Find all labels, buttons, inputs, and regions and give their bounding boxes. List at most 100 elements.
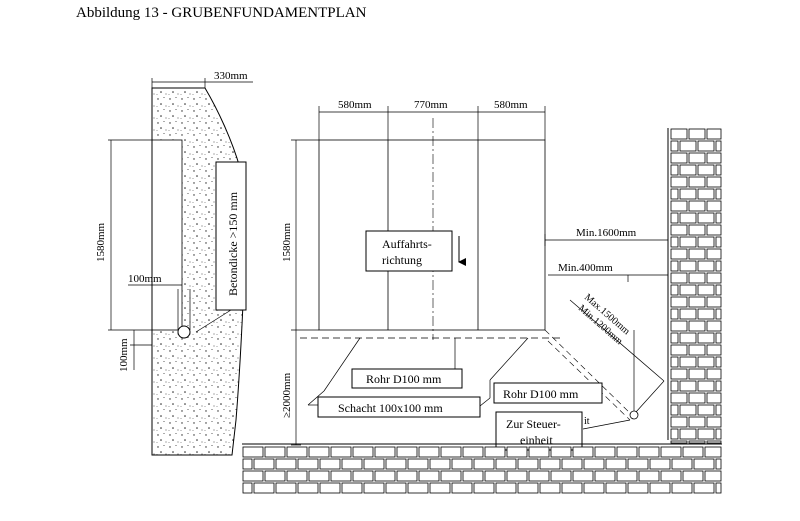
brick bbox=[706, 344, 722, 356]
concrete-thickness-label: Betondicke >150 mm bbox=[226, 191, 240, 296]
brick bbox=[706, 176, 722, 188]
brick bbox=[627, 482, 649, 494]
brick bbox=[473, 458, 495, 470]
brick bbox=[418, 446, 440, 458]
brick bbox=[688, 200, 706, 212]
brick bbox=[706, 440, 722, 444]
brick-wall-right bbox=[670, 128, 722, 444]
brick bbox=[308, 446, 330, 458]
page-title: Abbildung 13 - GRUBENFUNDAMENTPLAN bbox=[76, 5, 367, 21]
brick bbox=[697, 212, 715, 224]
brick bbox=[649, 482, 671, 494]
brick bbox=[688, 320, 706, 332]
brick bbox=[374, 470, 396, 482]
brick bbox=[688, 248, 706, 260]
brick bbox=[688, 416, 706, 428]
brick bbox=[539, 482, 561, 494]
brick bbox=[670, 176, 688, 188]
brick bbox=[670, 356, 679, 368]
brick bbox=[352, 470, 374, 482]
brick bbox=[715, 188, 722, 200]
brick bbox=[264, 470, 286, 482]
brick bbox=[670, 224, 688, 236]
brick bbox=[352, 446, 374, 458]
brick bbox=[363, 482, 385, 494]
brick bbox=[706, 200, 722, 212]
brick bbox=[451, 458, 473, 470]
brick bbox=[693, 458, 715, 470]
dim-1580-side: 1580mm bbox=[95, 222, 107, 262]
brick bbox=[385, 482, 407, 494]
brick bbox=[679, 164, 697, 176]
brick bbox=[715, 356, 722, 368]
brick bbox=[679, 236, 697, 248]
brick bbox=[670, 392, 688, 404]
brick bbox=[715, 308, 722, 320]
brick bbox=[706, 248, 722, 260]
brick bbox=[715, 236, 722, 248]
brick bbox=[429, 482, 451, 494]
brick bbox=[715, 260, 722, 272]
brick bbox=[418, 470, 440, 482]
brick bbox=[660, 470, 682, 482]
brick bbox=[297, 458, 319, 470]
brick bbox=[638, 446, 660, 458]
brick bbox=[605, 458, 627, 470]
plan-view: 580mm 770mm 580mm 1580mm ≥2000mm Auffahr… bbox=[281, 99, 669, 451]
brick bbox=[308, 470, 330, 482]
shaft-label: Schacht 100x100 mm bbox=[338, 401, 443, 415]
brick bbox=[706, 416, 722, 428]
brick bbox=[715, 380, 722, 392]
brick bbox=[697, 260, 715, 272]
brick bbox=[660, 446, 682, 458]
brick bbox=[704, 470, 722, 482]
dim-1580-plan: 1580mm bbox=[281, 222, 293, 262]
brick bbox=[670, 200, 688, 212]
brick bbox=[688, 392, 706, 404]
brick-wall-bottom bbox=[242, 446, 722, 494]
brick bbox=[616, 470, 638, 482]
brick bbox=[385, 458, 407, 470]
controller-label-suffix: it bbox=[584, 416, 590, 427]
brick bbox=[679, 140, 697, 152]
brick bbox=[688, 344, 706, 356]
brick bbox=[715, 164, 722, 176]
brick bbox=[242, 482, 253, 494]
brick bbox=[670, 212, 679, 224]
brick bbox=[670, 284, 679, 296]
brick bbox=[688, 224, 706, 236]
brick bbox=[679, 380, 697, 392]
brick bbox=[670, 296, 688, 308]
brick bbox=[594, 446, 616, 458]
brick bbox=[517, 458, 539, 470]
brick bbox=[715, 404, 722, 416]
brick bbox=[550, 470, 572, 482]
drive-direction-line1: Auffahrts- bbox=[382, 237, 432, 251]
brick bbox=[670, 308, 679, 320]
brick bbox=[670, 440, 688, 444]
brick bbox=[706, 152, 722, 164]
brick bbox=[670, 260, 679, 272]
brick bbox=[583, 482, 605, 494]
brick bbox=[688, 176, 706, 188]
brick bbox=[697, 284, 715, 296]
brick bbox=[688, 128, 706, 140]
brick bbox=[264, 446, 286, 458]
dim-min-400: Min.400mm bbox=[558, 262, 613, 274]
brick bbox=[407, 458, 429, 470]
brick bbox=[704, 446, 722, 458]
brick bbox=[275, 482, 297, 494]
brick bbox=[670, 344, 688, 356]
brick bbox=[363, 458, 385, 470]
brick bbox=[341, 482, 363, 494]
brick bbox=[697, 188, 715, 200]
brick bbox=[528, 470, 550, 482]
dim-580-right: 580mm bbox=[494, 99, 528, 111]
dim-2000: ≥2000mm bbox=[281, 372, 293, 418]
pipe-label-right-box bbox=[493, 382, 603, 404]
brick bbox=[670, 140, 679, 152]
brick bbox=[572, 470, 594, 482]
brick bbox=[561, 458, 583, 470]
brick bbox=[473, 482, 495, 494]
